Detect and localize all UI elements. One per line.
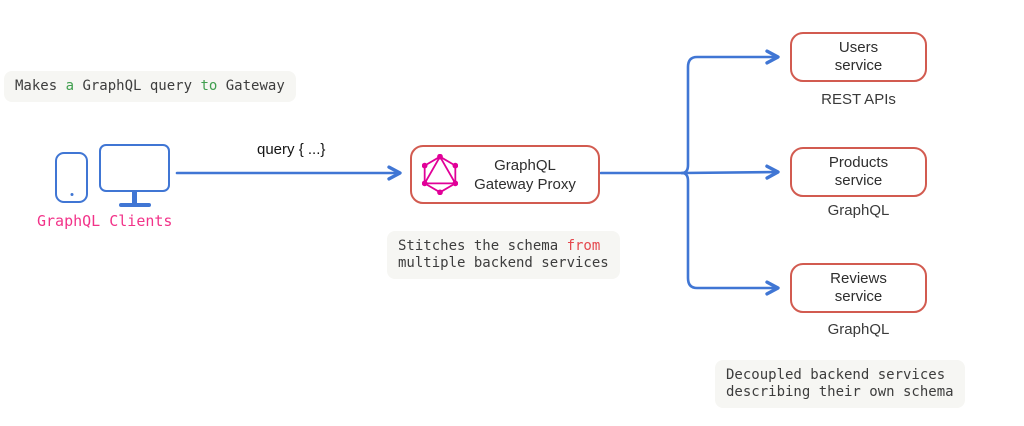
note-line: Stitches the schema from	[398, 238, 609, 255]
service-label-line2: service	[834, 288, 883, 305]
note-text-segment: from	[566, 238, 601, 254]
service-label-line1: Reviews	[830, 270, 887, 287]
note-text-segment: a	[65, 78, 75, 94]
note-line: Decoupled backend services	[726, 367, 946, 383]
edge-branch-products	[680, 164, 780, 180]
note-text-segment: Gateway	[217, 78, 285, 94]
service-label-line1: Users	[838, 39, 879, 56]
note-stitches-schema: Stitches the schema from multiple backen…	[387, 231, 620, 279]
note-makes-query: Makes a GraphQL query to Gateway	[4, 71, 296, 102]
edge-branch-reviews	[680, 171, 780, 296]
service-protocol-reviews: GraphQL	[827, 321, 890, 338]
service-node-reviews: Reviews service	[790, 263, 927, 313]
service-label-line2: service	[834, 57, 883, 74]
service-node-products: Products service	[790, 147, 927, 197]
service-node-users: Users service	[790, 32, 927, 82]
note-text-segment: Makes	[15, 78, 66, 94]
gateway-node: GraphQL Gateway Proxy	[410, 145, 600, 204]
gateway-label: GraphQL Gateway Proxy	[462, 156, 588, 194]
tablet-icon	[55, 152, 88, 203]
service-label-line1: Products	[828, 154, 889, 171]
edge-label-query: query { ...}	[257, 141, 326, 158]
gateway-label-line1: GraphQL	[494, 156, 556, 174]
service-protocol-users: REST APIs	[821, 91, 896, 108]
service-protocol-products: GraphQL	[827, 202, 890, 219]
note-text-segment: GraphQL query	[74, 78, 201, 94]
gateway-label-line2: Gateway Proxy	[474, 175, 576, 193]
graphql-logo-icon	[422, 154, 458, 195]
edge-branch-users	[680, 49, 780, 175]
monitor-base	[119, 203, 151, 207]
clients-label: GraphQL Clients	[37, 212, 173, 230]
note-decoupled-backends: Decoupled backend services describing th…	[715, 360, 965, 408]
note-line: describing their own schema	[726, 384, 954, 400]
note-text-segment: Stitches the schema	[398, 238, 567, 254]
note-line: multiple backend services	[398, 255, 609, 271]
service-label-line2: service	[834, 172, 883, 189]
tablet-home-dot	[70, 193, 73, 196]
monitor-stand	[132, 190, 137, 204]
note-text-segment: to	[200, 78, 218, 94]
monitor-icon	[99, 144, 170, 192]
